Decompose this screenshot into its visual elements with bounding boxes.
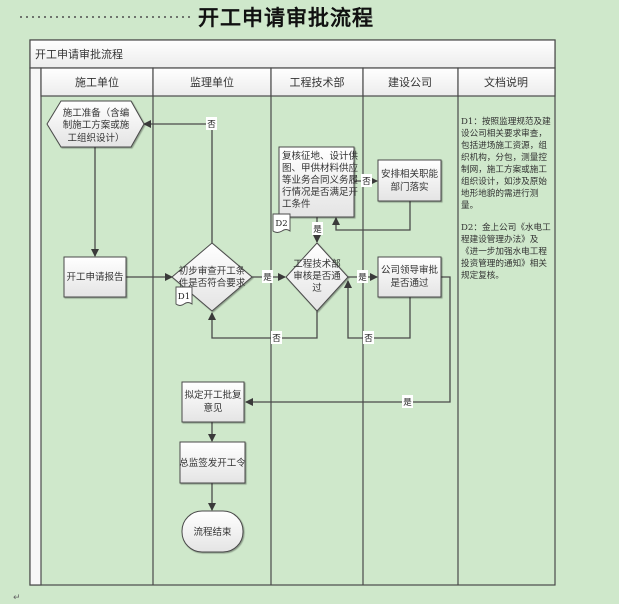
svg-text:公司领导审批: 公司领导审批 — [381, 264, 439, 276]
svg-text:工组织设计）: 工组织设计） — [67, 132, 124, 144]
document-title: 开工申请审批流程 — [198, 6, 374, 30]
svg-text:包括进场施工资源，组: 包括进场施工资源，组 — [461, 139, 547, 151]
lane-label: 工程技术部 — [290, 75, 345, 89]
edge-label-no: 否 — [362, 177, 371, 187]
svg-text:部门落实: 部门落实 — [390, 181, 428, 193]
edge-label-no: 否 — [272, 334, 281, 344]
svg-text:初步审查开工条: 初步审查开工条 — [179, 265, 246, 277]
node-report[interactable]: 开工申请报告 — [63, 256, 127, 298]
svg-text:拟定开工批复: 拟定开工批复 — [184, 389, 242, 401]
edge-leader-yes-draft — [245, 276, 451, 406]
edge-label-yes: 是 — [403, 398, 412, 408]
edge-arrange-review — [332, 201, 411, 231]
svg-text:施工准备（含编: 施工准备（含编 — [63, 107, 130, 119]
lane-headers: 施工单位 监理单位 工程技术部 建设公司 文档说明 — [40, 67, 556, 97]
svg-text:总监签发开工令: 总监签发开工令 — [179, 457, 246, 469]
edge-label-bg — [262, 270, 273, 283]
lane-label: 建设公司 — [388, 75, 432, 89]
edge-eng-no-check — [208, 311, 318, 339]
lane-header-contractor — [40, 67, 154, 97]
doc-tag-d1: D1 — [175, 286, 193, 306]
paragraph-mark-icon: ↵ — [13, 593, 21, 603]
svg-text:安排相关职能: 安排相关职能 — [381, 168, 439, 180]
svg-text:D1: D1 — [178, 292, 190, 302]
svg-text:D2: D2 — [275, 219, 287, 229]
svg-text:设公司相关要求审查，: 设公司相关要求审查， — [461, 127, 547, 139]
lane-header-supervisor — [152, 67, 272, 97]
svg-text:件是否符合要求: 件是否符合要求 — [179, 277, 246, 289]
node-prepare[interactable]: 施工准备（含编 制施工方案或施 工组织设计） — [46, 100, 145, 148]
svg-text:D1：按照监理规范及建: D1：按照监理规范及建 — [461, 115, 551, 127]
svg-text:审核是否通: 审核是否通 — [293, 270, 341, 282]
lane-header-docs — [457, 67, 556, 97]
lane-header-owner — [362, 67, 459, 97]
document-heading: 开工申请审批流程 ↵ — [0, 2, 619, 30]
node-issue-order[interactable]: 总监签发开工令 — [179, 441, 246, 484]
svg-text:组织设计，如涉及原始: 组织设计，如涉及原始 — [461, 175, 547, 187]
svg-text:图、甲供材料供应: 图、甲供材料供应 — [282, 162, 359, 174]
node-review-conditions[interactable]: 复核征地、设计供 图、甲供材料供应 等业务合同义务履 行情况是否满足开 工条件 — [278, 146, 359, 218]
node-arrange-depts[interactable]: 安排相关职能 部门落实 — [377, 159, 442, 202]
svg-text:复核征地、设计供: 复核征地、设计供 — [282, 150, 359, 162]
svg-text:制施工方案或施: 制施工方案或施 — [63, 119, 130, 131]
svg-text:工条件: 工条件 — [282, 198, 311, 210]
svg-text:地形地貌的需进行测: 地形地貌的需进行测 — [461, 187, 538, 199]
edge-label-bg — [206, 117, 217, 130]
edge-label-yes: 是 — [263, 273, 272, 283]
svg-text:流程结束: 流程结束 — [193, 526, 232, 538]
edge-label-no: 否 — [364, 334, 373, 344]
lane-label: 文档说明 — [484, 75, 528, 89]
edge-label-bg — [357, 270, 368, 283]
svg-text:投资管理的通知》相关: 投资管理的通知》相关 — [461, 257, 547, 269]
node-eng-review[interactable]: 工程技术部 审核是否通 过 — [285, 242, 349, 312]
edge-label-no: 否 — [207, 120, 216, 130]
edge-label-bg — [402, 395, 413, 408]
svg-text:《进一步加强水电工程: 《进一步加强水电工程 — [461, 245, 547, 257]
svg-text:意见: 意见 — [203, 402, 222, 414]
pool-left-strip — [29, 67, 42, 586]
edge-label-bg — [361, 174, 372, 187]
node-end[interactable]: 流程结束 — [181, 510, 244, 553]
paragraph-mark-icon: ↵ — [366, 14, 374, 24]
doc-note-d1: D1：按照监理规范及建 设公司相关要求审查， 包括进场施工资源，组 织机构，分包… — [461, 115, 551, 211]
svg-text:行情况是否满足开: 行情况是否满足开 — [282, 186, 359, 198]
svg-text:规定复核。: 规定复核。 — [461, 269, 504, 281]
lane-label: 施工单位 — [75, 75, 119, 89]
svg-text:开工申请报告: 开工申请报告 — [66, 271, 123, 283]
node-draft-opinion[interactable]: 拟定开工批复 意见 — [181, 381, 245, 423]
doc-note-d2: D2：金上公司《水电工 程建设管理办法》及 《进一步加强水电工程 投资管理的通知… — [461, 221, 551, 281]
svg-text:等业务合同义务履: 等业务合同义务履 — [282, 174, 359, 186]
edge-label-bg — [312, 222, 323, 235]
edge-label-bg — [363, 331, 374, 344]
svg-text:量。: 量。 — [461, 200, 478, 211]
svg-text:织机构，分包，测量控: 织机构，分包，测量控 — [461, 151, 547, 163]
svg-text:程建设管理办法》及: 程建设管理办法》及 — [461, 233, 539, 245]
doc-tag-d2: D2 — [272, 213, 291, 233]
lane-header-engineering — [270, 67, 364, 97]
edge-label-yes: 是 — [358, 273, 367, 283]
svg-text:工程技术部: 工程技术部 — [293, 258, 341, 270]
edge-label-yes: 是 — [313, 225, 322, 235]
svg-text:D2：金上公司《水电工: D2：金上公司《水电工 — [461, 221, 551, 233]
lane-label: 监理单位 — [190, 75, 234, 89]
svg-text:过: 过 — [312, 282, 322, 294]
svg-text:制网，施工方案或施工: 制网，施工方案或施工 — [461, 163, 547, 175]
edge-leader-no-eng — [344, 280, 411, 339]
svg-text:是否通过: 是否通过 — [390, 277, 429, 289]
node-leader-approve[interactable]: 公司领导审批 是否通过 — [377, 256, 442, 298]
edge-labels: 否 是 否 是 否 是 否 是 — [206, 117, 413, 408]
leader-dots — [18, 16, 194, 18]
pool-title: 开工申请审批流程 — [35, 47, 123, 61]
pool-title-bar — [29, 39, 556, 69]
edge-label-bg — [271, 331, 282, 344]
